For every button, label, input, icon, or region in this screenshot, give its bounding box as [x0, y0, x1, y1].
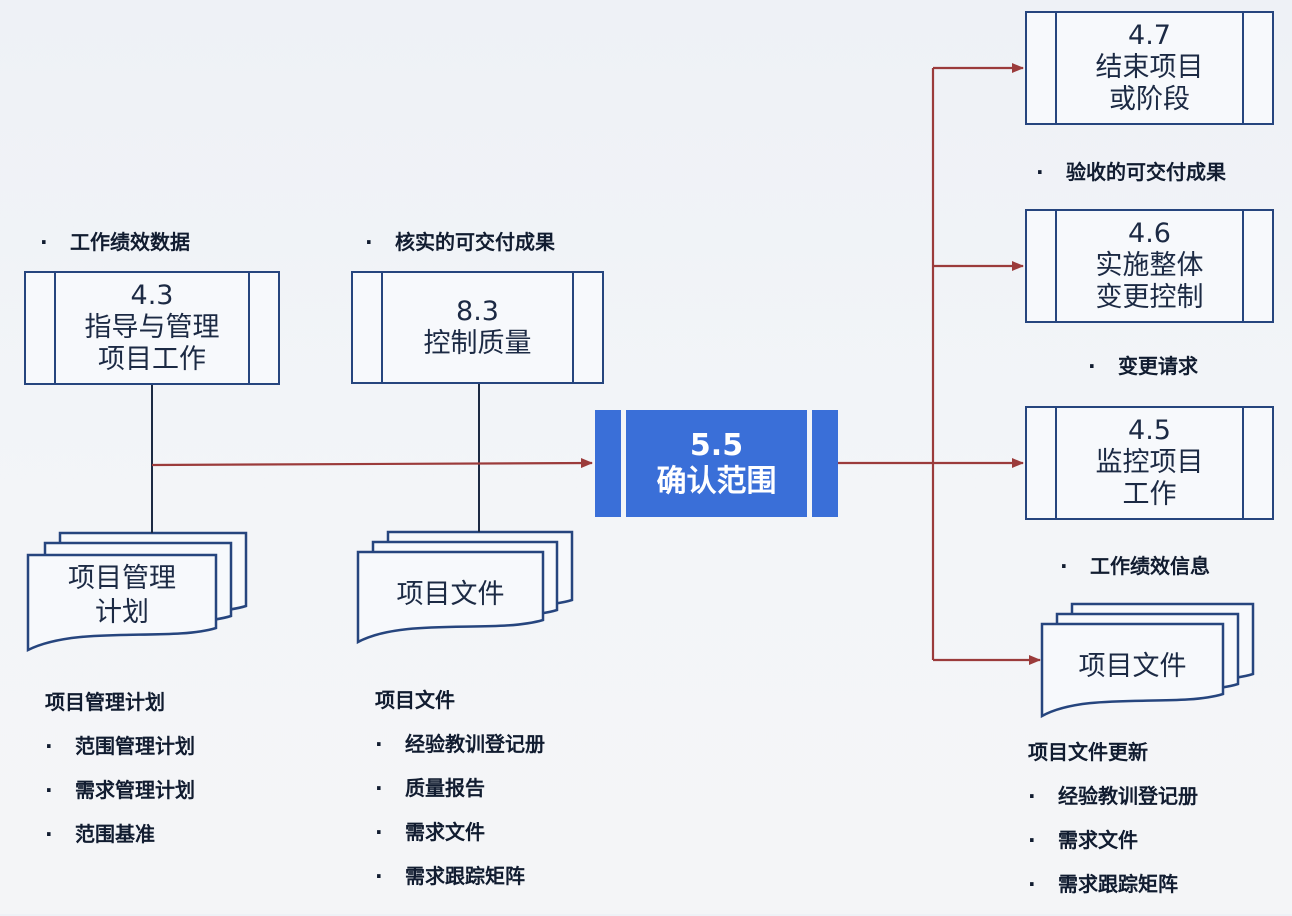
bullet-dot: ·: [365, 230, 373, 254]
work-perf-info-text: 工作绩效信息: [1090, 554, 1210, 578]
work-perf-data-text: 工作绩效数据: [70, 230, 190, 254]
list-project-docs-title: 项目文件: [375, 688, 455, 712]
bullet-dot: ·: [375, 776, 383, 800]
process-4-5: 4.5 监控项目 工作: [1025, 406, 1274, 520]
process-4-7-number: 4.7: [1128, 20, 1171, 51]
doc-files-in-line1: 项目文件: [396, 579, 505, 610]
list-doc-updates-title: 项目文件更新: [1028, 740, 1148, 764]
list-item: ·需求文件: [375, 820, 485, 844]
process-4-7-line1: 结束项目: [1095, 52, 1204, 83]
center-left-bar: [595, 410, 621, 517]
process-4-6-line2: 变更控制: [1095, 282, 1204, 313]
process-4-3-line2: 项目工作: [98, 344, 206, 375]
list-item: ·需求管理计划: [45, 778, 195, 802]
bullet-dot: ·: [45, 778, 53, 802]
accepted-deliverables-text: 验收的可交付成果: [1066, 160, 1226, 184]
label-work-performance-data: · 工作绩效数据: [40, 226, 190, 255]
bullet-dot: ·: [1088, 354, 1096, 378]
process-4-5-line2: 工作: [1122, 479, 1177, 510]
process-5-5-number: 5.5: [689, 427, 744, 463]
list-item: ·需求文件: [1028, 828, 1138, 852]
process-5-5-validate-scope: 5.5 确认范围: [595, 410, 838, 517]
list-item: ·范围基准: [45, 822, 155, 846]
list-item: ·质量报告: [375, 776, 485, 800]
label-work-performance-info: · 工作绩效信息: [1060, 550, 1210, 579]
label-accepted-deliverables: · 验收的可交付成果: [1036, 156, 1226, 185]
document-project-files-in-label: 项目文件: [358, 572, 543, 618]
bullet-dot: ·: [1036, 160, 1044, 184]
bullet-dot: ·: [375, 864, 383, 888]
list-item: ·经验教训登记册: [375, 732, 545, 756]
doc-pmp-line1: 项目管理: [68, 563, 176, 594]
process-5-5-title: 确认范围: [656, 463, 777, 499]
process-4-7: 4.7 结束项目 或阶段: [1025, 11, 1274, 125]
change-requests-text: 变更请求: [1118, 354, 1198, 378]
list-pmp-title: 项目管理计划: [45, 690, 165, 714]
doc-pmp-line2: 计划: [95, 597, 149, 628]
bullet-dot: ·: [1028, 828, 1036, 852]
process-4-3-line1: 指导与管理: [84, 312, 220, 343]
process-4-6-number: 4.6: [1128, 218, 1171, 249]
list-project-document-updates: 项目文件更新 ·经验教训登记册 ·需求文件 ·需求跟踪矩阵: [1028, 740, 1198, 916]
document-project-files-out-label: 项目文件: [1042, 644, 1223, 690]
list-project-documents: 项目文件 ·经验教训登记册 ·质量报告 ·需求文件 ·需求跟踪矩阵: [375, 688, 545, 908]
process-8-3-line1: 控制质量: [423, 327, 532, 359]
process-4-6-line1: 实施整体: [1095, 250, 1204, 281]
process-4-3: 4.3 指导与管理 项目工作: [24, 271, 280, 385]
bullet-dot: ·: [45, 822, 53, 846]
center-right-bar: [812, 410, 838, 517]
bullet-dot: ·: [1060, 554, 1068, 578]
process-4-7-line2: 或阶段: [1109, 84, 1190, 115]
document-project-plan-label: 项目管理 计划: [28, 560, 216, 632]
doc-files-out-line1: 项目文件: [1078, 651, 1187, 682]
process-4-3-number: 4.3: [130, 280, 174, 311]
list-item: ·经验教训登记册: [1028, 784, 1198, 808]
list-project-management-plan: 项目管理计划 ·范围管理计划 ·需求管理计划 ·范围基准: [45, 690, 195, 866]
verified-deliverables-text: 核实的可交付成果: [395, 230, 555, 254]
list-item: ·需求跟踪矩阵: [375, 864, 525, 888]
list-item: ·需求跟踪矩阵: [1028, 872, 1178, 896]
process-4-5-line1: 监控项目: [1095, 447, 1204, 478]
process-4-6: 4.6 实施整体 变更控制: [1025, 209, 1274, 323]
label-change-requests: · 变更请求: [1088, 350, 1198, 379]
bullet-dot: ·: [40, 230, 48, 254]
input-arrow: [151, 458, 593, 469]
center-body: 5.5 确认范围: [626, 410, 807, 517]
process-4-5-number: 4.5: [1128, 415, 1171, 446]
bullet-dot: ·: [1028, 784, 1036, 808]
list-item: ·范围管理计划: [45, 734, 195, 758]
label-verified-deliverables: · 核实的可交付成果: [365, 226, 555, 255]
bullet-dot: ·: [375, 820, 383, 844]
process-8-3-number: 8.3: [456, 295, 499, 327]
bullet-dot: ·: [45, 734, 53, 758]
process-8-3: 8.3 控制质量: [351, 271, 604, 384]
bullet-dot: ·: [1028, 872, 1036, 896]
bullet-dot: ·: [375, 732, 383, 756]
